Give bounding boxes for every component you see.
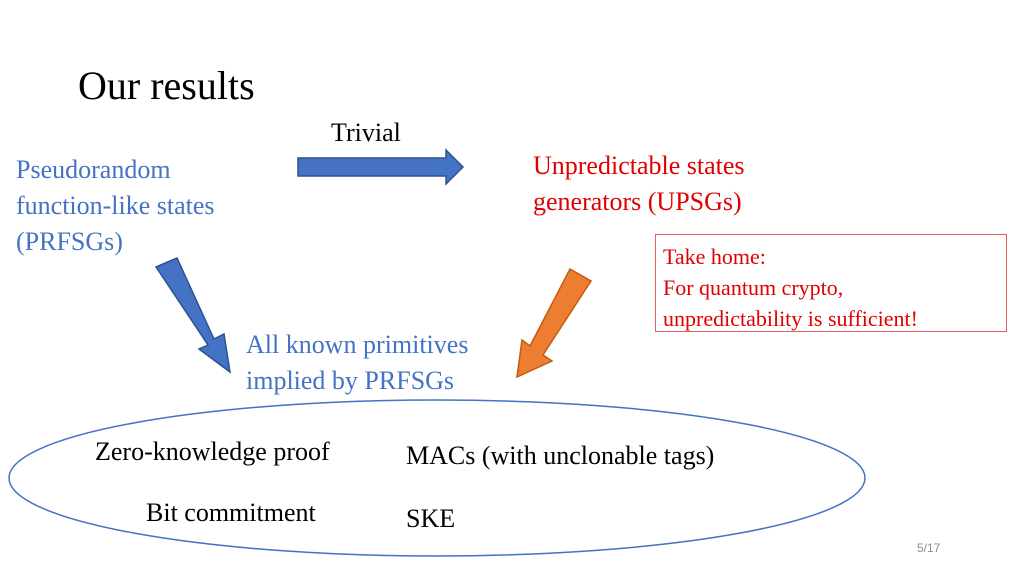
trivial-label: Trivial <box>331 118 401 147</box>
prfsg-implies-arrow <box>154 257 232 374</box>
primitive-bit-commitment: Bit commitment <box>146 498 316 527</box>
primitive-macs: MACs (with unclonable tags) <box>406 441 715 470</box>
trivial-arrow <box>297 148 465 186</box>
page-number: 5/17 <box>917 541 941 555</box>
primitive-zero-knowledge: Zero-knowledge proof <box>95 437 330 466</box>
upsg-label: Unpredictable states generators (UPSGs) <box>533 151 745 216</box>
upsg-implies-arrow <box>516 267 593 379</box>
primitives-ellipse <box>8 399 866 557</box>
take-home-box: Take home: For quantum crypto, unpredict… <box>655 234 1007 332</box>
implied-primitives-label: All known primitives implied by PRFSGs <box>246 330 469 395</box>
page-title: Our results <box>78 63 255 108</box>
prfsg-label: Pseudorandom function-like states (PRFSG… <box>16 155 215 256</box>
primitive-ske: SKE <box>406 504 456 533</box>
